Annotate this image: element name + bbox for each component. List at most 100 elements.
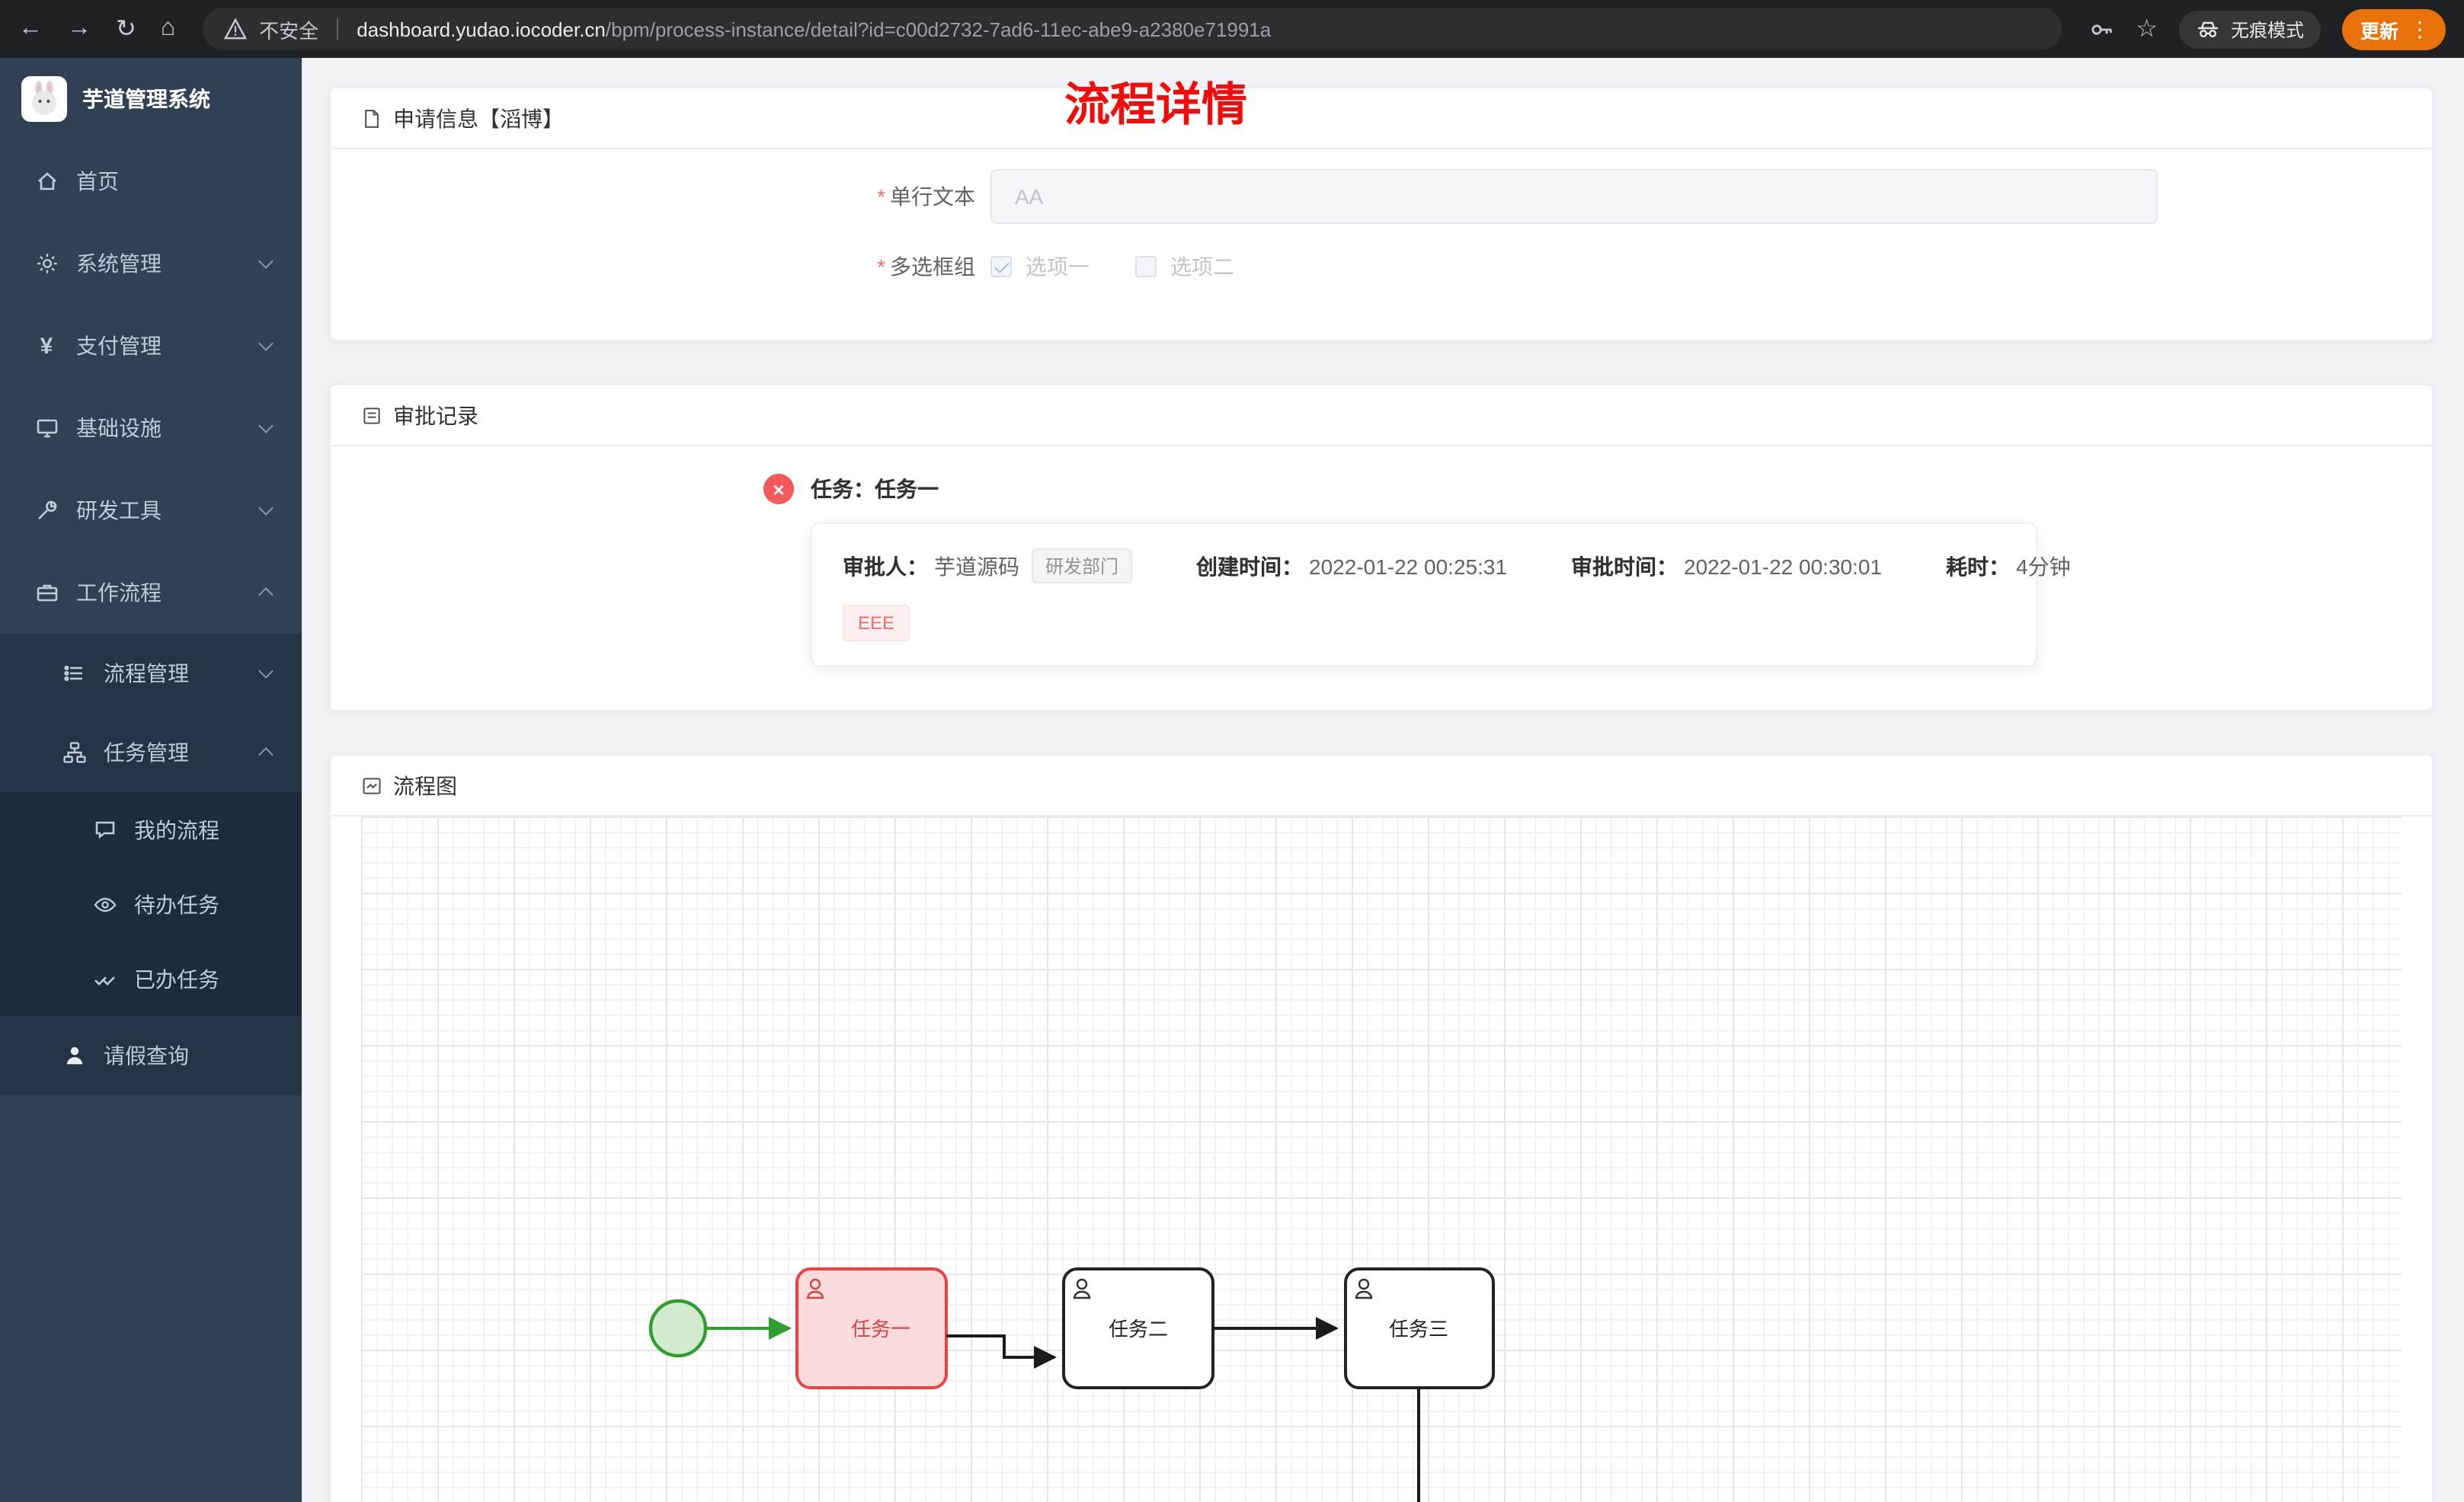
wrench-icon <box>34 497 59 523</box>
url-text: dashboard.yudao.iocoder.cn/bpm/process-i… <box>357 18 1272 40</box>
chevron-up-icon <box>258 747 274 762</box>
incognito-icon <box>2197 21 2218 38</box>
eye-icon <box>91 891 117 917</box>
menu-label: 待办任务 <box>134 892 219 916</box>
sidebar-item-leave-query[interactable]: 请假查询 <box>0 1016 302 1095</box>
sidebar-item-home[interactable]: 首页 <box>0 140 302 222</box>
sidebar-item-task-management[interactable]: 任务管理 <box>0 713 302 792</box>
duration-group: 耗时： 4分钟 <box>1946 554 2071 578</box>
task-head: × 任务：任务一 <box>763 474 2402 504</box>
chevron-down-icon <box>258 500 274 516</box>
task2-label: 任务二 <box>1109 1318 1168 1341</box>
menu-label: 请假查询 <box>104 1043 189 1068</box>
sidebar-item-workflow[interactable]: 工作流程 <box>0 551 302 634</box>
not-secure-label: 不安全 <box>259 19 319 42</box>
menu-label: 任务管理 <box>104 740 189 765</box>
approval-record-header: 审批记录 <box>331 385 2432 446</box>
chevron-down-icon <box>258 336 274 351</box>
record-icon <box>363 407 380 423</box>
forward-icon[interactable]: → <box>67 15 91 41</box>
app-logo: 芋道管理系统 <box>0 58 302 140</box>
menu-label: 支付管理 <box>76 334 162 358</box>
logo-avatar <box>21 76 67 122</box>
menu-label: 工作流程 <box>76 580 162 605</box>
chevron-down-icon <box>258 418 274 433</box>
chevron-down-icon <box>258 663 274 679</box>
sidebar-item-devtools[interactable]: 研发工具 <box>0 469 302 551</box>
bookmark-star-icon[interactable]: ☆ <box>2136 17 2158 43</box>
incognito-label: 无痕模式 <box>2230 19 2304 40</box>
browser-actions: ☆ 无痕模式 更新 ⋮ <box>2088 8 2446 50</box>
approved-time-group: 审批时间： 2022-01-22 00:30:01 <box>1571 554 1883 578</box>
task2-user-icon <box>1073 1278 1091 1299</box>
bpmn-canvas[interactable]: 任务一 任务二 <box>361 817 2402 1502</box>
required-mark: * <box>877 254 885 279</box>
department-tag: 研发部门 <box>1032 548 1133 583</box>
menu-label: 已办任务 <box>134 967 219 991</box>
checkbox-unchecked-icon <box>1135 256 1157 277</box>
menu-label: 基础设施 <box>76 416 162 440</box>
start-event[interactable] <box>648 1299 708 1358</box>
not-secure-warning-icon <box>224 18 248 40</box>
apply-form: *单行文本 *多选框组 选项一 选项二 <box>331 149 2432 340</box>
monitor-icon <box>34 415 59 441</box>
sidebar-item-done-tasks[interactable]: 已办任务 <box>0 941 302 1016</box>
task1-label: 任务一 <box>851 1318 910 1341</box>
yen-icon: ¥ <box>40 333 53 359</box>
checkbox-checked-icon <box>990 256 1012 277</box>
app-title: 芋道管理系统 <box>82 87 210 111</box>
single-line-text-row: *单行文本 <box>331 169 2432 224</box>
task-rejected-icon: × <box>763 474 794 504</box>
address-bar[interactable]: 不安全 dashboard.yudao.iocoder.cn/bpm/proce… <box>203 8 2062 50</box>
approval-record-card: 审批记录 × 任务：任务一 审批人： 芋道源码 <box>329 384 2434 711</box>
created-time-group: 创建时间： 2022-01-22 00:25:31 <box>1196 554 1508 578</box>
reload-icon[interactable]: ↻ <box>116 17 136 43</box>
sidebar-item-infrastructure[interactable]: 基础设施 <box>0 387 302 469</box>
approval-detail-line: 审批人： 芋道源码 研发部门 创建时间： 2022-01-22 00:25:31… <box>843 548 2071 583</box>
comment-line: EEE <box>843 605 2005 641</box>
page-title: 流程详情 <box>1064 81 1247 131</box>
sidebar: 芋道管理系统 首页 系统管理 ¥ 支付管理 <box>0 58 302 1502</box>
apply-info-header: 申请信息【滔博】 <box>331 88 2432 149</box>
approver-group: 审批人： 芋道源码 研发部门 <box>843 548 1133 583</box>
process-diagram-header: 流程图 <box>331 756 2432 817</box>
task1-user-icon <box>806 1278 824 1299</box>
back-icon[interactable]: ← <box>18 15 43 41</box>
diagram-icon <box>363 777 381 794</box>
task1-node[interactable] <box>795 1267 948 1389</box>
approval-body: × 任务：任务一 审批人： 芋道源码 研发部门 <box>331 446 2432 710</box>
main-content: 流程详情 申请信息【滔博】 *单行文本 *多选框组 <box>302 58 2464 1502</box>
org-tree-icon <box>61 740 87 765</box>
double-check-icon <box>91 966 117 992</box>
menu-label: 我的流程 <box>134 817 219 842</box>
list-icon <box>61 660 87 686</box>
browser-chrome: ← → ↻ ⌂ 不安全 dashboard.yudao.iocoder.cn/b… <box>0 0 2464 58</box>
sidebar-menu: 首页 系统管理 ¥ 支付管理 基础设施 <box>0 140 302 1095</box>
task-title: 任务：任务一 <box>811 477 939 501</box>
sidebar-item-todo-tasks[interactable]: 待办任务 <box>0 867 302 941</box>
sidebar-item-payment[interactable]: ¥ 支付管理 <box>0 305 302 387</box>
chevron-down-icon <box>258 254 274 269</box>
single-line-text-label: *单行文本 <box>877 184 975 209</box>
document-icon <box>365 109 379 127</box>
comment-tag: EEE <box>843 605 910 641</box>
gear-icon <box>34 251 59 276</box>
menu-label: 首页 <box>76 169 119 193</box>
checkbox-group-label: *多选框组 <box>877 254 975 279</box>
task3-user-icon <box>1355 1278 1373 1299</box>
checkbox-group-row: *多选框组 选项一 选项二 <box>331 251 2432 282</box>
browser-menu-icon[interactable]: ⋮ <box>2409 16 2430 40</box>
person-icon <box>61 1043 87 1069</box>
update-button[interactable]: 更新 ⋮ <box>2341 8 2446 50</box>
checkbox-option-2: 选项二 <box>1135 251 1234 282</box>
sidebar-item-system[interactable]: 系统管理 <box>0 222 302 305</box>
home-icon[interactable]: ⌂ <box>160 15 176 41</box>
key-icon[interactable] <box>2088 16 2114 42</box>
chevron-up-icon <box>258 587 274 602</box>
sidebar-item-my-process[interactable]: 我的流程 <box>0 792 302 867</box>
process-diagram-card: 流程图 <box>329 754 2434 1502</box>
sidebar-item-process-management[interactable]: 流程管理 <box>0 634 302 713</box>
briefcase-icon <box>34 580 59 606</box>
flow-task1-to-task2 <box>946 1334 1057 1369</box>
